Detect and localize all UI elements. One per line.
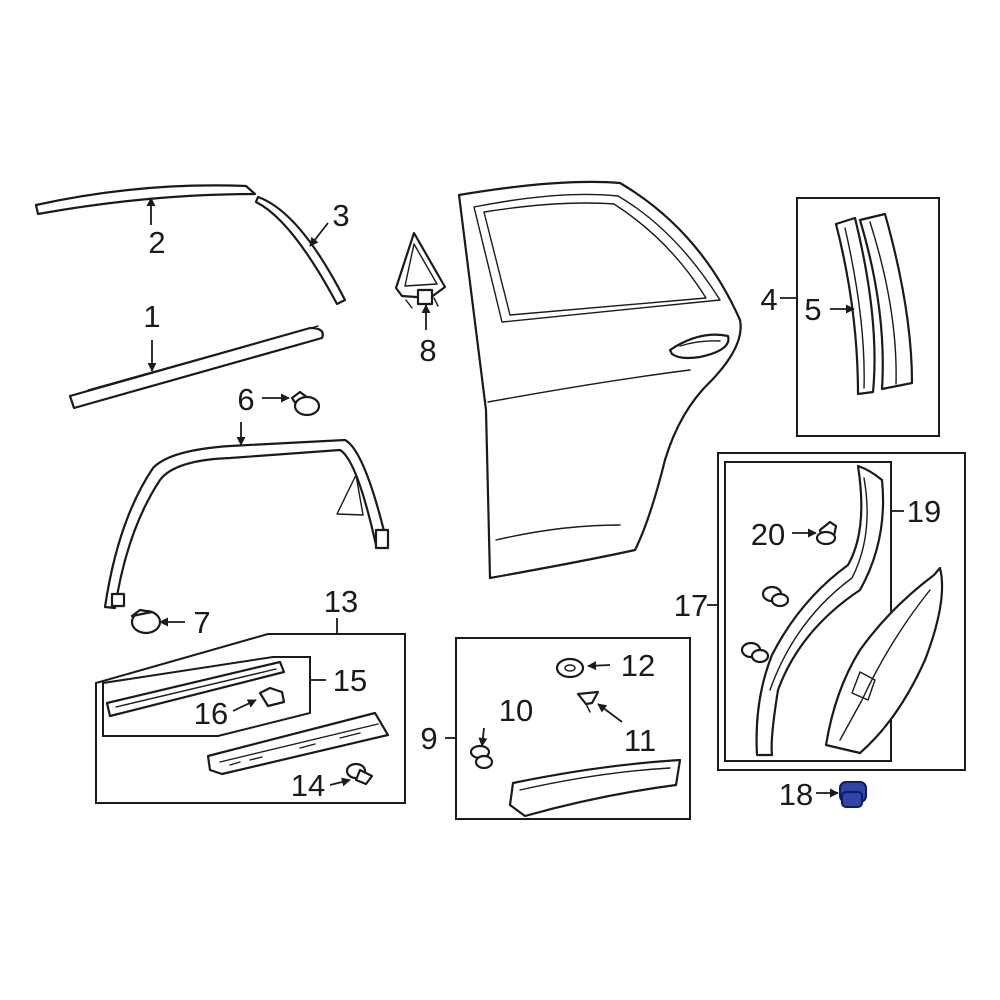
part-20-clip[interactable]	[815, 520, 838, 546]
part-group-box-4	[796, 197, 940, 437]
part-7-clip[interactable]	[130, 608, 162, 635]
callout-15: 15	[333, 663, 367, 698]
callout-2: 2	[148, 225, 165, 260]
part-17-clip-a[interactable]	[761, 585, 790, 608]
part-14-clip[interactable]	[345, 762, 374, 786]
part-group-box-15	[102, 656, 311, 737]
callout-12: 12	[621, 648, 655, 683]
part-17-weatherstrip[interactable]	[755, 464, 885, 757]
callout-13: 13	[324, 584, 358, 619]
part-16-clip[interactable]	[258, 686, 286, 708]
part-6-clip[interactable]	[290, 390, 321, 417]
part-9-lower-molding[interactable]	[508, 758, 682, 818]
part-3-pillar-molding[interactable]	[254, 195, 347, 306]
part-10-clip[interactable]	[469, 744, 494, 770]
callout-3: 3	[332, 198, 349, 233]
callout-16: 16	[194, 696, 228, 731]
callout-7: 7	[193, 605, 210, 640]
part-group-box-19	[717, 452, 966, 771]
part-group-box-13	[95, 633, 406, 804]
callout-8: 8	[419, 333, 436, 368]
callout-19: 19	[907, 494, 941, 529]
rear-door[interactable]	[457, 180, 742, 580]
part-11-clip[interactable]	[576, 690, 600, 713]
callout-5: 5	[804, 292, 821, 327]
callout-11: 11	[624, 723, 656, 758]
part-18-clip-highlighted[interactable]	[839, 781, 867, 808]
part-19-garnish[interactable]	[824, 566, 944, 755]
part-12-washer[interactable]	[555, 657, 585, 679]
part-13-rocker-panel[interactable]	[206, 711, 390, 776]
callout-labels: 1 2 3 4 5 6 7 8 9 10 11 12 13 14 15 16 1…	[143, 198, 941, 812]
callout-18: 18	[779, 777, 813, 812]
part-4-pillar-garnish[interactable]	[858, 212, 914, 391]
leader-lines	[146, 197, 904, 798]
callout-17: 17	[674, 588, 708, 623]
callout-20: 20	[751, 517, 785, 552]
part-17-clip-b[interactable]	[740, 641, 770, 664]
callout-9: 9	[420, 721, 437, 756]
part-15-rocker-molding[interactable]	[105, 660, 286, 718]
callout-1: 1	[143, 299, 160, 334]
part-2-roof-molding[interactable]	[34, 184, 257, 216]
door-frame-weatherstrip[interactable]	[103, 438, 390, 610]
part-1-belt-molding[interactable]	[68, 325, 324, 410]
part-5-pillar-garnish[interactable]	[834, 216, 876, 396]
callout-6: 6	[237, 382, 254, 417]
part-8-corner-garnish[interactable]	[394, 231, 447, 309]
callout-4: 4	[760, 282, 777, 317]
callout-14: 14	[291, 768, 325, 803]
part-group-box-9	[455, 637, 691, 820]
callout-10: 10	[499, 693, 533, 728]
